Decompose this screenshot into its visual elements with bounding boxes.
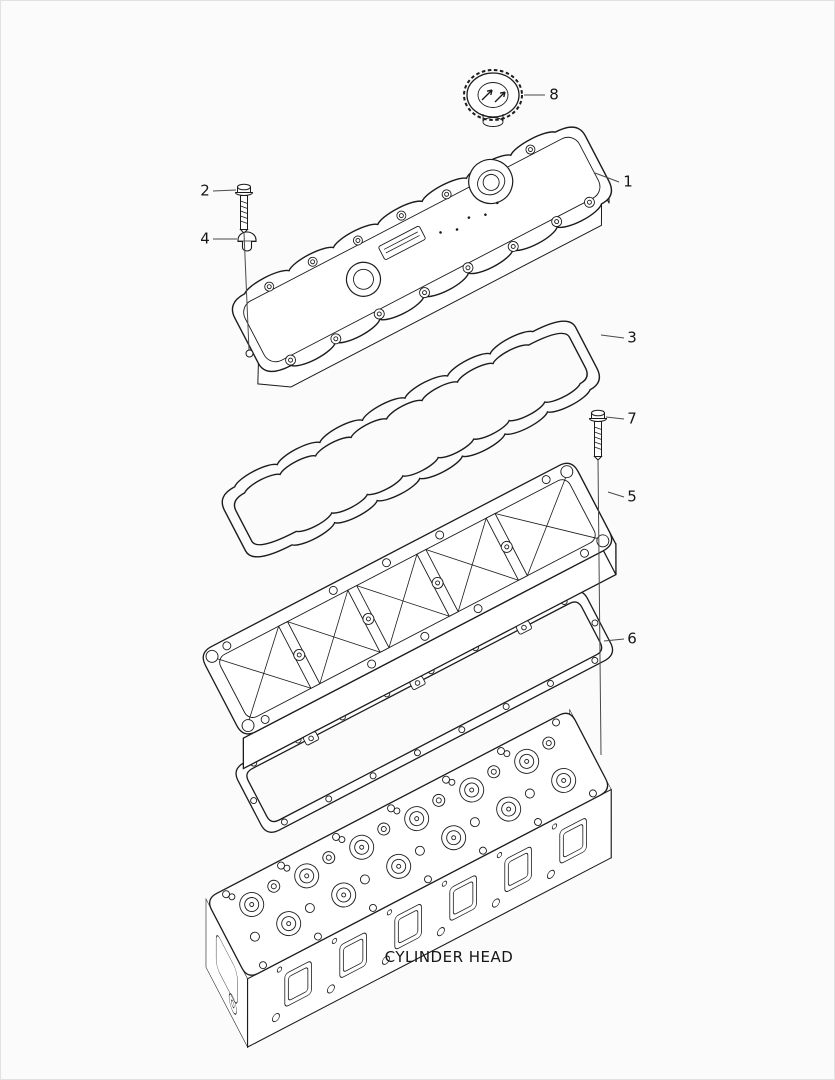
callout-8: 8 [549, 85, 559, 104]
housing-bolt [588, 409, 608, 461]
oil-filler-cap [463, 69, 523, 127]
valve-cover-gasket [221, 320, 601, 558]
breather-boss [345, 261, 382, 297]
callout-5: 5 [627, 487, 637, 506]
callout-7: 7 [627, 409, 637, 428]
valve-cover [231, 126, 613, 388]
cylinder-head-label: CYLINDER HEAD [384, 948, 514, 966]
rocker-housing [202, 462, 617, 770]
brand-label [378, 225, 426, 260]
callout-4: 4 [200, 229, 210, 248]
callout-2: 2 [200, 181, 210, 200]
callout-6: 6 [627, 629, 637, 648]
cover-bolt [234, 183, 254, 234]
sealing-grommet [237, 231, 257, 252]
cylinder-head [205, 708, 612, 1049]
callout-1: 1 [623, 172, 633, 191]
leader-lines [212, 94, 625, 756]
callout-3: 3 [627, 328, 637, 347]
oil-filler-neck [468, 158, 514, 205]
